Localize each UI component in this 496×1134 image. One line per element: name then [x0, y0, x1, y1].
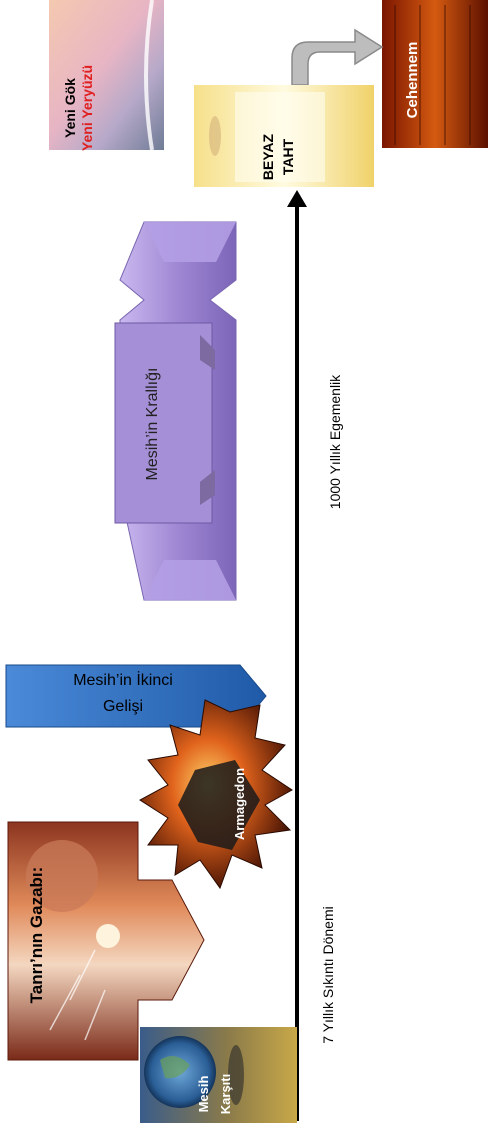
hell-label: Cehennem — [404, 41, 421, 119]
wrath-meteors — [49, 949, 106, 1041]
horizon-glow — [144, 0, 154, 151]
throne-glow — [235, 92, 325, 182]
kingdom-label: Mesih’in Krallığı — [144, 367, 161, 481]
kingdom-fold-bottom — [200, 470, 215, 505]
kingdom-ribbon-bottom — [144, 560, 236, 600]
kingdom-banner — [114, 322, 213, 524]
hell-image — [382, 0, 488, 148]
armageddon-label: Armagedon — [232, 767, 247, 841]
hell-texture — [394, 5, 471, 145]
antichrist-label-line2: Karşıtı — [218, 1073, 233, 1115]
wrath-label: Tanrı’nın Gazabı: — [27, 866, 46, 1004]
kingdom-ribbon-top — [144, 222, 236, 262]
millennium-label: 1000 Yıllık Egemenlik — [327, 374, 343, 510]
throne-label-line1: BEYAZ — [260, 133, 276, 181]
kingdom-fold-top — [200, 335, 215, 370]
tribulation-label: 7 Yıllık Sıkıntı Dönemi — [320, 906, 336, 1044]
throne-figure — [209, 116, 221, 156]
earth-land — [160, 1056, 190, 1079]
antichrist-figure — [228, 1045, 244, 1105]
throne-label-line2: TAHT — [280, 138, 296, 176]
curved-arrow-to-hell — [291, 28, 384, 86]
new-earth-label: Yeni Yeryüzü — [79, 64, 95, 152]
armageddon-dark-core — [178, 760, 260, 850]
antichrist-label-line1: Mesih — [196, 1075, 211, 1113]
wrath-moon — [26, 840, 98, 912]
second-coming-label: Mesih’in İkinci Gelişi — [73, 672, 173, 715]
timeline-arrowhead — [287, 190, 307, 207]
wrath-sun — [96, 924, 120, 948]
